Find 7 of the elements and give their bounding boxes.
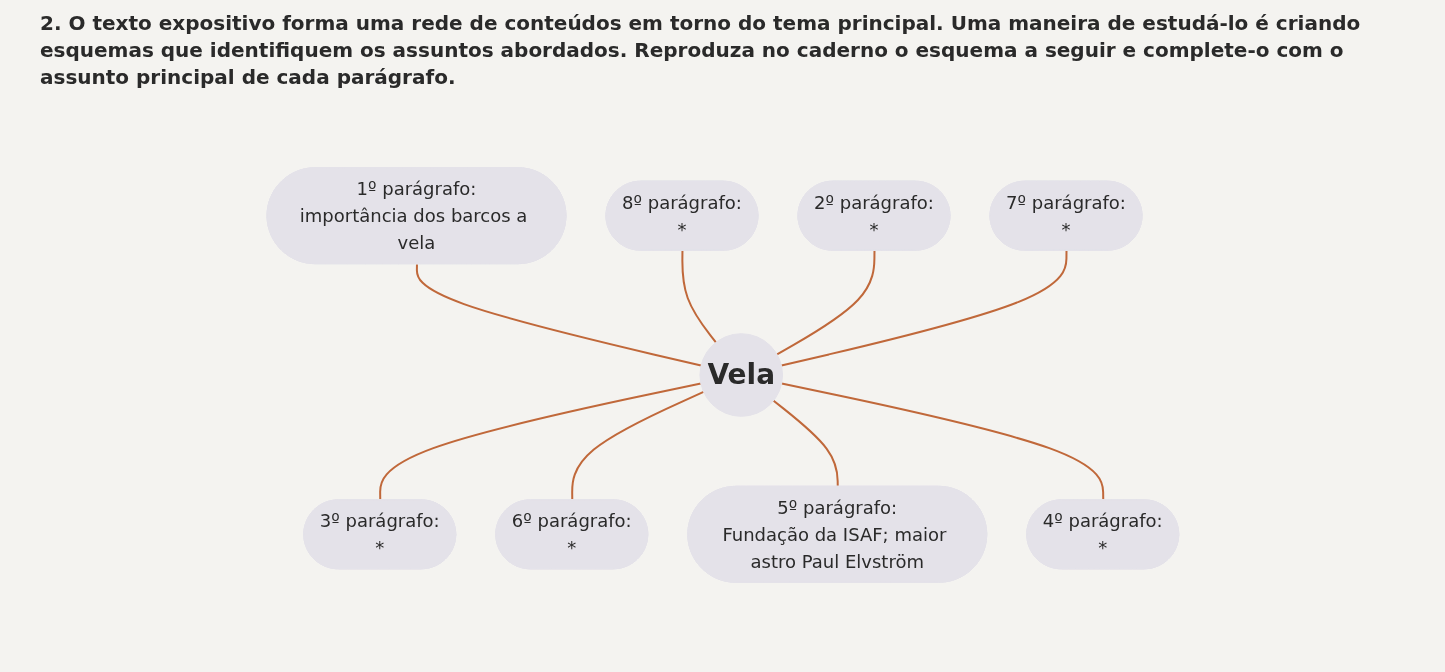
connector [772, 399, 839, 488]
connector [780, 249, 1068, 367]
question-text: 2. O texto expositivo forma uma rede de conteúdos em torno do tema principal. Uma maneira de estudá-lo é criando esquemas que identifiquem os assuntos abordados. Reproduza no caderno o esquema a seguir e complete-o com o assunto principal de cada parágrafo. [39, 10, 1362, 91]
node-circle: Vela [699, 333, 783, 417]
connector [775, 249, 876, 356]
connector [415, 263, 702, 367]
connector [681, 249, 717, 344]
